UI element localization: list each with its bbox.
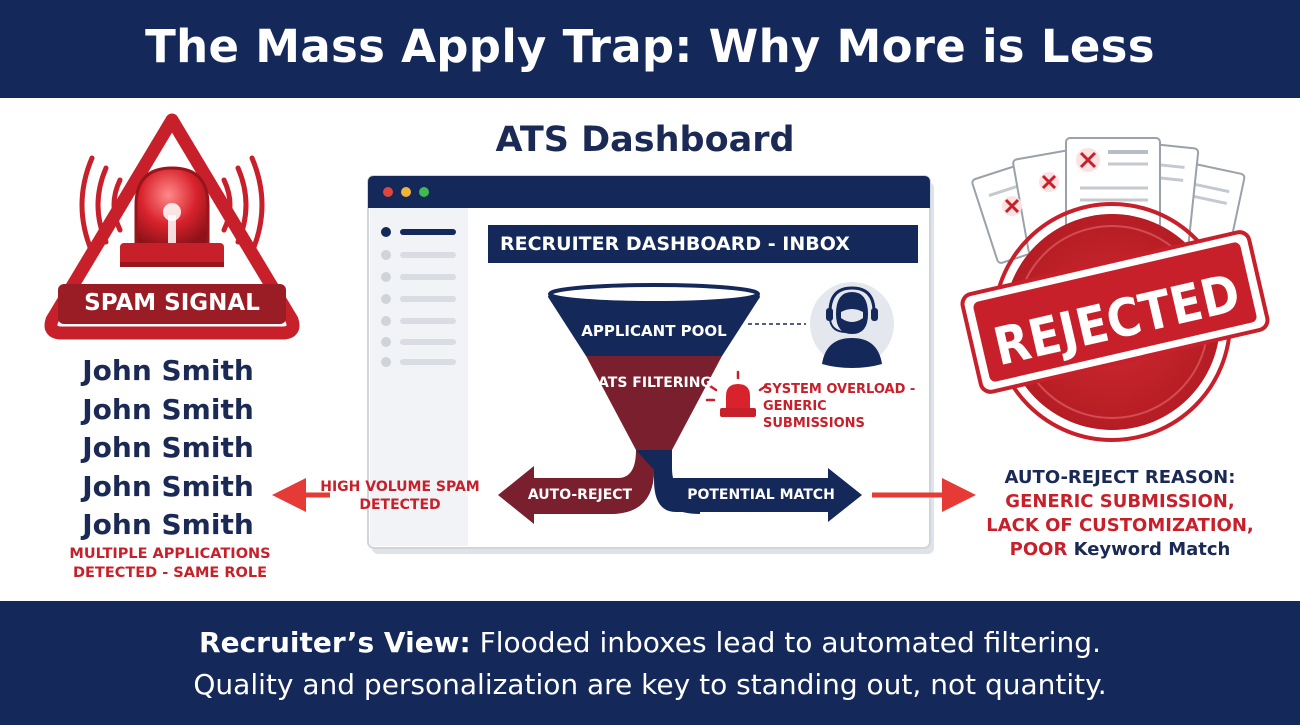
- applicant-name: John Smith: [82, 431, 254, 464]
- reject-reason-title: AUTO-REJECT REASON:: [1004, 467, 1236, 488]
- sidebar-menu: [381, 227, 456, 367]
- auto-reject-arrow: [498, 450, 654, 524]
- overload-note: SYSTEM OVERLOAD - GENERIC SUBMISSIONS: [763, 382, 916, 431]
- reject-reason-line: GENERIC SUBMISSION,: [1005, 491, 1235, 512]
- dashboard-title: ATS Dashboard: [495, 120, 795, 160]
- high-volume-label: HIGH VOLUME SPAM DETECTED: [320, 479, 480, 513]
- reject-reason-poor: POOR: [1009, 539, 1068, 560]
- overload-siren-icon: [705, 370, 768, 417]
- rejected-stamp-icon: REJECTED: [960, 202, 1270, 442]
- reject-reason-line: POOR Keyword Match: [985, 538, 1255, 562]
- footer-line-2: Quality and personalization are key to s…: [193, 668, 1107, 701]
- footer-line-1-text: Flooded inboxes lead to automated filter…: [479, 626, 1101, 659]
- page-title: The Mass Apply Trap: Why More is Less: [145, 20, 1155, 73]
- spam-signal-badge: [58, 284, 286, 324]
- applicant-name: John Smith: [82, 354, 254, 387]
- title-bar: [0, 0, 1300, 98]
- recruiter-headset-icon: [810, 282, 894, 368]
- reject-reason-block: AUTO-REJECT REASON: GENERIC SUBMISSION, …: [985, 466, 1255, 562]
- auto-reject-label: AUTO-REJECT: [527, 487, 633, 503]
- applicant-name-list: John Smith John Smith John Smith John Sm…: [58, 352, 278, 545]
- footer-bold-lead: Recruiter’s View:: [199, 626, 471, 659]
- inbox-header-text: RECRUITER DASHBOARD - INBOX: [500, 233, 850, 255]
- funnel-mid-label: ATS FILTERING: [598, 375, 712, 391]
- footer-line-1: Recruiter’s View: Flooded inboxes lead t…: [0, 626, 1300, 659]
- spam-signal-label: SPAM SIGNAL: [84, 290, 260, 316]
- multiple-applications-note: MULTIPLE APPLICATIONS DETECTED - SAME RO…: [69, 546, 271, 581]
- footer-bar: [0, 601, 1300, 725]
- applicant-name: John Smith: [82, 392, 254, 426]
- reject-reason-keyword: Keyword Match: [1073, 539, 1231, 560]
- potential-match-arrow: [654, 450, 862, 522]
- applicant-name: John Smith: [82, 469, 254, 503]
- alarm-siren-icon: [79, 155, 265, 267]
- reject-reason-line: LACK OF CUSTOMIZATION,: [986, 515, 1254, 536]
- inbox-header: [488, 225, 918, 263]
- funnel-top-label: APPLICANT POOL: [581, 322, 727, 340]
- applicant-name: John Smith: [82, 508, 254, 541]
- potential-match-label: POTENTIAL MATCH: [687, 487, 835, 503]
- right-red-arrow: [872, 478, 976, 512]
